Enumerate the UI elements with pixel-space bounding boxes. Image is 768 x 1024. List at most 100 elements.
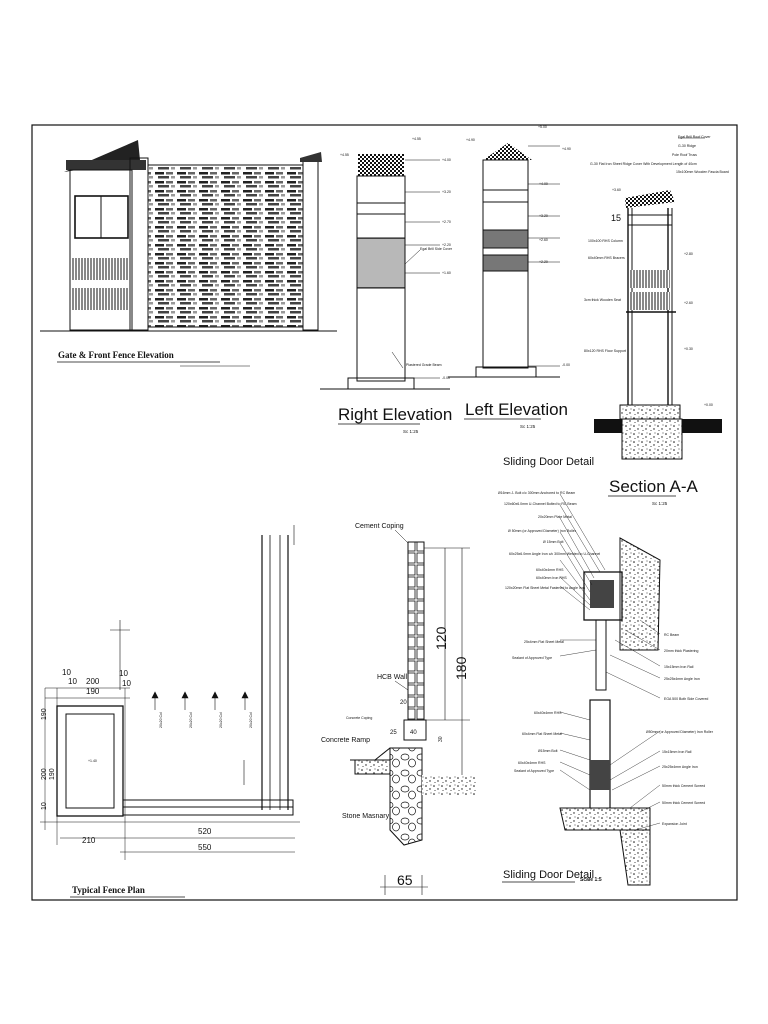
- svg-text:20x20 Col: 20x20 Col: [249, 712, 253, 728]
- svg-text:25: 25: [390, 730, 397, 736]
- svg-text:10: 10: [119, 669, 128, 678]
- svg-text:60x40mm RHS Bracers: 60x40mm RHS Bracers: [588, 256, 625, 260]
- svg-text:190: 190: [86, 687, 100, 696]
- svg-text:120x20mm Flat Sheet Metal Fast: 120x20mm Flat Sheet Metal Fastened to An…: [505, 586, 585, 590]
- svg-text:+4.55: +4.55: [412, 137, 421, 141]
- svg-text:100x100 RHS Column: 100x100 RHS Column: [588, 239, 623, 243]
- svg-text:15x15mm Iron Rail: 15x15mm Iron Rail: [662, 750, 692, 754]
- svg-text:+1.40: +1.40: [88, 759, 97, 763]
- svg-text:60x4mm Flat Sheet Metal: 60x4mm Flat Sheet Metal: [522, 732, 562, 736]
- svg-text:+3.60: +3.60: [612, 188, 621, 192]
- svg-text:60x40mm Iron RHS: 60x40mm Iron RHS: [536, 576, 567, 580]
- right-elev-note: Egal Brill Side Cover: [420, 247, 453, 251]
- svg-text:Sc 1:25: Sc 1:25: [403, 429, 419, 434]
- svg-text:20: 20: [400, 700, 407, 706]
- svg-text:G-30 Ridge: G-30 Ridge: [678, 144, 696, 148]
- svg-text:20x20mm Plate Metal: 20x20mm Plate Metal: [538, 515, 572, 519]
- svg-text:15x15mm Iron Rail: 15x15mm Iron Rail: [664, 665, 694, 669]
- section-a-a: 15 Egal Brill Roof Cover G-30 Ridge Pole…: [584, 135, 729, 506]
- svg-text:60x40x4mm RHS: 60x40x4mm RHS: [518, 761, 546, 765]
- svg-text:HCB Wall: HCB Wall: [377, 674, 408, 681]
- svg-text:+4.00: +4.00: [539, 182, 548, 186]
- svg-text:Egal Brill Roof Cover: Egal Brill Roof Cover: [678, 135, 711, 139]
- svg-text:120x60x6.0mm U-Channel Bolted: 120x60x6.0mm U-Channel Bolted to RC Beam: [504, 502, 577, 506]
- svg-text:30: 30: [438, 736, 444, 742]
- svg-text:+4.90: +4.90: [562, 147, 571, 151]
- svg-text:G-30 Flat Iron Sheet Ridge Cov: G-30 Flat Iron Sheet Ridge Cover With De…: [590, 162, 697, 166]
- fence-plan-title: Typical Fence Plan: [72, 885, 145, 895]
- svg-text:+0.30: +0.30: [684, 347, 693, 351]
- svg-text:120: 120: [433, 626, 449, 650]
- svg-text:200: 200: [41, 768, 48, 780]
- svg-text:+2.20: +2.20: [539, 260, 548, 264]
- typical-fence-plan: 10 10 200 190 10 10 190 200 190 10 210 5…: [40, 525, 300, 898]
- fence-section: Cement Coping 120 180 HCB Wall 20 Concre…: [321, 523, 477, 895]
- svg-text:190: 190: [49, 768, 56, 780]
- svg-text:80x120 RHS Floor Support: 80x120 RHS Floor Support: [584, 349, 626, 353]
- svg-text:+1.60: +1.60: [442, 271, 451, 275]
- svg-text:3cm thick Wooden Seat: 3cm thick Wooden Seat: [584, 298, 621, 302]
- right-elev-note: Plastered Grade Beam: [406, 363, 442, 367]
- svg-text:40: 40: [410, 730, 417, 736]
- svg-text:15x100mm Wooden Fascia Board: 15x100mm Wooden Fascia Board: [676, 170, 729, 174]
- left-elevation-title: Left Elevation: [465, 400, 568, 419]
- svg-text:+2.20: +2.20: [442, 243, 451, 247]
- svg-text:10: 10: [41, 802, 48, 810]
- svg-text:+2.80: +2.80: [684, 252, 693, 256]
- svg-text:+4.90: +4.90: [466, 138, 475, 142]
- left-elevation: +5.00 +4.90 +4.90 +4.00 +3.20 +2.60 +2.2…: [448, 125, 571, 429]
- svg-text:Cement Coping: Cement Coping: [355, 523, 404, 530]
- sliding-detail-title-top: Sliding Door Detail: [503, 456, 594, 468]
- svg-text:20x20 Col: 20x20 Col: [159, 712, 163, 728]
- svg-text:Ø15mm Bolt: Ø15mm Bolt: [538, 749, 557, 753]
- svg-text:+5.00: +5.00: [538, 125, 547, 129]
- svg-text:Concrete Ramp: Concrete Ramp: [321, 737, 370, 744]
- gate-front-elevation: Gate & Front Fence Elevation: [40, 140, 337, 367]
- svg-text:200: 200: [86, 677, 100, 686]
- svg-text:+3.20: +3.20: [442, 190, 451, 194]
- svg-text:60x40x4mm RHS: 60x40x4mm RHS: [534, 711, 562, 715]
- svg-text:+3.20: +3.20: [539, 214, 548, 218]
- svg-text:Ø50mm (or Approved Diameter) I: Ø50mm (or Approved Diameter) Iron Roller: [646, 730, 714, 734]
- svg-text:Stone Masnary: Stone Masnary: [342, 813, 390, 820]
- svg-text:20x20 Col: 20x20 Col: [189, 712, 193, 728]
- svg-text:Concrete Coping: Concrete Coping: [346, 716, 372, 720]
- sliding-detail-title-bottom: Sliding Door Detail: [503, 869, 594, 881]
- right-elevation: +4.55 +4.55 +4.00 +3.20 +2.70 +2.20 +1.6…: [320, 137, 453, 434]
- svg-text:Ø 50mm (or Approved Diameter): Ø 50mm (or Approved Diameter) Iron Rolle…: [508, 529, 577, 533]
- right-elevation-title: Right Elevation: [338, 405, 452, 424]
- svg-text:Expansion Joint: Expansion Joint: [662, 822, 687, 826]
- svg-text:10: 10: [122, 679, 131, 688]
- svg-text:25x4mm Flat Sheet Metal: 25x4mm Flat Sheet Metal: [524, 640, 564, 644]
- svg-text:50mm thick Cement Screed: 50mm thick Cement Screed: [662, 784, 705, 788]
- svg-text:Sealant of Approved Type: Sealant of Approved Type: [514, 769, 554, 773]
- svg-text:Ø16mm J- Bolt c/c 300mm Anchor: Ø16mm J- Bolt c/c 300mm Anchored to RC B…: [498, 491, 575, 495]
- svg-text:-0.00: -0.00: [562, 363, 570, 367]
- svg-text:20x20 Col: 20x20 Col: [219, 712, 223, 728]
- svg-text:EGA 500 Both Side Covered: EGA 500 Both Side Covered: [664, 697, 708, 701]
- svg-text:550: 550: [198, 843, 212, 852]
- svg-text:Pole Roof Truss: Pole Roof Truss: [672, 153, 697, 157]
- svg-text:25x25x4mm Angle Iron: 25x25x4mm Angle Iron: [662, 765, 698, 769]
- svg-text:60x40x4mm RHS: 60x40x4mm RHS: [536, 568, 564, 572]
- svg-text:+0.00: +0.00: [704, 403, 713, 407]
- svg-text:25x25x4mm Angle Iron: 25x25x4mm Angle Iron: [664, 677, 700, 681]
- svg-text:520: 520: [198, 827, 212, 836]
- svg-text:10: 10: [68, 677, 77, 686]
- svg-text:180: 180: [453, 656, 469, 680]
- svg-text:+2.70: +2.70: [442, 220, 451, 224]
- svg-text:RC Beam: RC Beam: [664, 633, 679, 637]
- svg-text:15: 15: [611, 213, 621, 223]
- svg-text:10: 10: [62, 668, 71, 677]
- svg-text:Sc 1:25: Sc 1:25: [652, 501, 668, 506]
- svg-text:Sealant of Approved Type: Sealant of Approved Type: [512, 656, 552, 660]
- svg-text:+4.55: +4.55: [340, 153, 349, 157]
- section-aa-title: Section A-A: [609, 477, 698, 496]
- svg-text:-0.00: -0.00: [442, 376, 450, 380]
- svg-text:+2.60: +2.60: [539, 238, 548, 242]
- svg-text:65: 65: [397, 872, 413, 888]
- sliding-door-detail: Sliding Door Detail: [498, 456, 714, 886]
- svg-text:210: 210: [82, 836, 96, 845]
- svg-text:50mm thick Cement Screed: 50mm thick Cement Screed: [662, 801, 705, 805]
- svg-text:Sc 1:25: Sc 1:25: [520, 424, 536, 429]
